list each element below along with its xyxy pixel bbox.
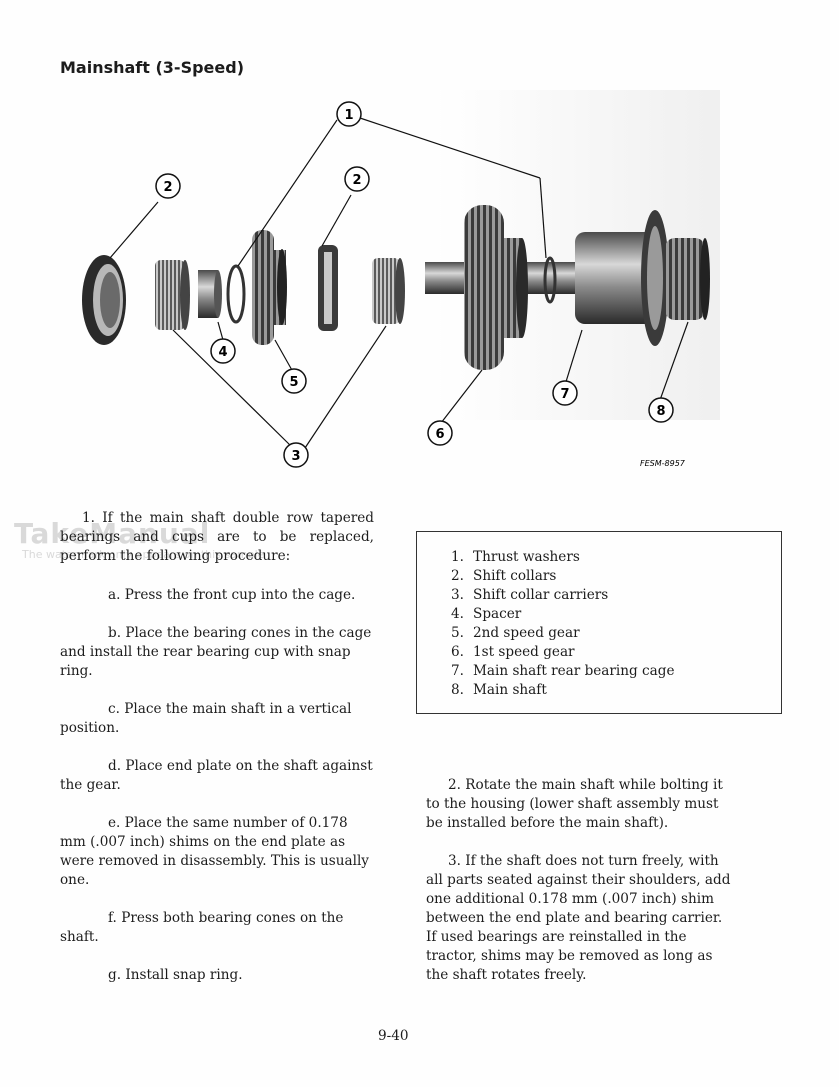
right-column: 2. Rotate the main shaft while bolting i…: [426, 776, 734, 985]
svg-text:7: 7: [560, 387, 569, 402]
section-heading: Mainshaft (3-Speed): [60, 58, 245, 77]
step-d: d. Place end plate on the shaft against …: [60, 758, 373, 793]
step-3: 3. If the shaft does not turn freely, wi…: [426, 853, 731, 983]
shift-collar-middle: [318, 245, 338, 331]
legend-item: 4.Spacer: [451, 606, 522, 622]
callout-2-left: 2: [155, 173, 181, 199]
step-2: 2. Rotate the main shaft while bolting i…: [426, 777, 723, 831]
svg-text:3: 3: [291, 449, 300, 464]
spacer: [198, 270, 222, 318]
svg-text:4: 4: [218, 345, 227, 360]
legend-item: 8.Main shaft: [451, 682, 547, 698]
step-e: e. Place the same number of 0.178 mm (.0…: [60, 815, 369, 888]
legend-item: 5.2nd speed gear: [451, 625, 580, 641]
parts-legend-box: 1.Thrust washers 2.Shift collars 3.Shift…: [416, 531, 782, 714]
figure-code: FESM-8957: [640, 459, 686, 468]
callout-8: 8: [648, 397, 674, 423]
svg-text:1: 1: [344, 108, 353, 123]
first-speed-gear: [464, 205, 528, 370]
step-f: f. Press both bearing cones on the shaft…: [60, 910, 344, 945]
step-a: a. Press the front cup into the cage.: [108, 587, 356, 603]
main-shaft-end-gear: [665, 238, 710, 320]
legend-item: 6.1st speed gear: [451, 644, 575, 660]
shift-collar-left: [82, 255, 126, 345]
legend-item: 7.Main shaft rear bearing cage: [451, 663, 675, 679]
leader-lines: [109, 117, 689, 449]
callout-6: 6: [427, 420, 453, 446]
step-g: g. Install snap ring.: [108, 967, 243, 983]
callout-2-right: 2: [344, 166, 370, 192]
shift-collar-carrier-right: [372, 258, 405, 324]
legend-item: 2.Shift collars: [451, 568, 557, 584]
legend-item: 3.Shift collar carriers: [451, 587, 609, 603]
intro-paragraph: 1. If the main shaft double row tapered …: [60, 510, 374, 564]
rear-bearing-cage: [575, 210, 669, 346]
step-c: c. Place the main shaft in a vertical po…: [60, 701, 352, 736]
svg-text:6: 6: [435, 427, 444, 442]
thrust-washer-left: [226, 264, 246, 324]
callout-1: 1: [336, 101, 362, 127]
page-number: 9-40: [378, 1028, 409, 1044]
legend-item: 1.Thrust washers: [451, 549, 580, 565]
callout-4: 4: [210, 338, 236, 364]
svg-text:2: 2: [352, 173, 361, 188]
svg-text:2: 2: [163, 180, 172, 195]
callout-7: 7: [552, 380, 578, 406]
exploded-mainshaft-illustration: 1 2 2 3 4 5 6 7: [82, 90, 720, 468]
second-speed-gear: [252, 230, 287, 345]
svg-text:8: 8: [656, 404, 665, 419]
thrust-washer-right: [543, 256, 557, 304]
left-column: 1. If the main shaft double row tapered …: [60, 509, 374, 985]
step-b: b. Place the bearing cones in the cage a…: [60, 625, 372, 679]
svg-text:5: 5: [289, 375, 298, 390]
callout-5: 5: [281, 368, 307, 394]
shift-collar-carrier-left: [155, 260, 190, 330]
callout-3: 3: [283, 442, 309, 468]
